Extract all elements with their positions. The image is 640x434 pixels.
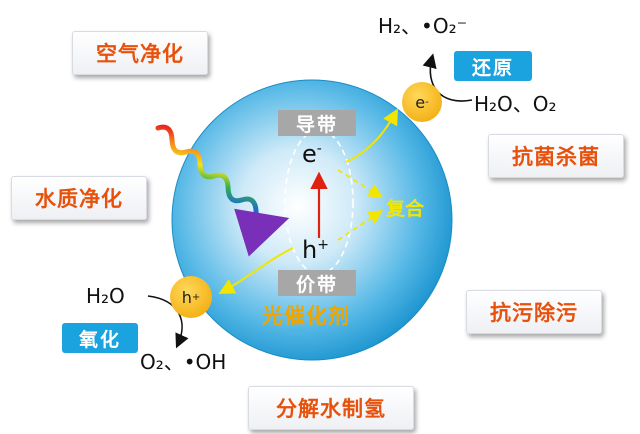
hole-label: h+: [302, 236, 329, 264]
app-air-purification: 空气净化: [72, 31, 208, 75]
hole-migration-arrow: [218, 247, 294, 294]
app-hydrogen-label: 分解水制氢: [276, 397, 386, 421]
photocatalyst-sphere: [171, 79, 453, 361]
photocatalyst-label: 光催化剂: [262, 304, 350, 328]
app-hydrogen-production: 分解水制氢: [248, 386, 414, 430]
conduction-band: 导带: [278, 110, 356, 136]
oxidation-reactant: H₂O: [86, 284, 125, 308]
app-antibacterial: 抗菌杀菌: [488, 134, 624, 178]
reduction-product: H₂、•O₂⁻: [378, 14, 468, 38]
electron-migration-arrow: [345, 108, 398, 163]
app-air-label: 空气净化: [96, 42, 184, 66]
hole-sign: +: [317, 237, 329, 253]
oxidation-tag-label: 氧化: [78, 328, 121, 351]
conduction-band-label: 导带: [295, 113, 338, 136]
electron-sign: -: [316, 141, 322, 157]
valence-band: 价带: [278, 270, 356, 296]
app-antibacterial-label: 抗菌杀菌: [512, 145, 600, 169]
hole-site-sign: +: [191, 291, 201, 303]
hole-site: h+: [170, 276, 212, 318]
reduction-tag-label: 还原: [471, 56, 514, 79]
hole-symbol: h: [302, 236, 318, 264]
hole-site-symbol: h: [181, 287, 192, 307]
oxidation-tag: 氧化: [62, 323, 138, 353]
electron-site: e-: [402, 82, 442, 122]
valence-band-label: 价带: [295, 273, 338, 296]
app-antifouling-label: 抗污除污: [490, 301, 578, 325]
reduction-tag: 还原: [454, 51, 532, 81]
app-water-purification: 水质净化: [11, 176, 147, 220]
electron-site-sign: -: [425, 96, 429, 108]
oxidation-product: O₂、•OH: [140, 350, 227, 374]
recombination-label: 复合: [386, 198, 425, 220]
electron-label: e-: [302, 140, 322, 168]
light-wave: [155, 124, 290, 257]
electron-symbol: e: [302, 140, 317, 168]
app-antifouling: 抗污除污: [466, 290, 602, 334]
app-water-label: 水质净化: [35, 187, 123, 211]
reduction-reactant: H₂O、O₂: [474, 92, 557, 116]
electron-site-symbol: e: [415, 92, 426, 112]
